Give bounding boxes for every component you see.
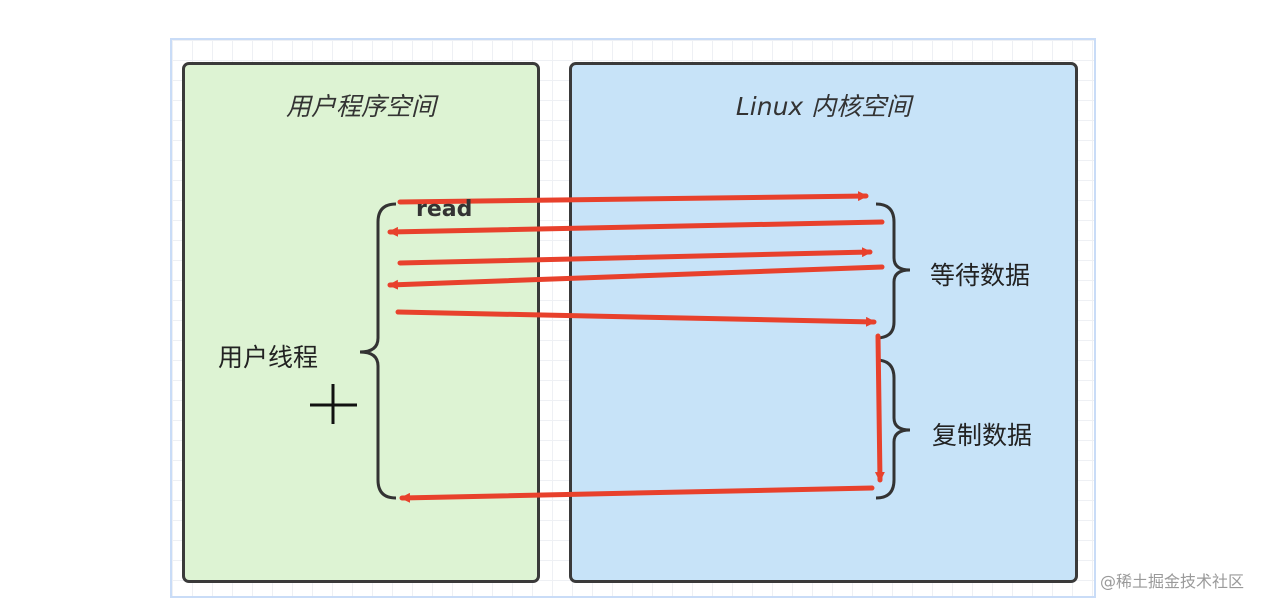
wait-data-brace — [875, 202, 911, 340]
read-request-arrow — [397, 191, 869, 205]
kernel-space-title: Linux 内核空间 — [735, 92, 912, 121]
crosshair-cursor-icon — [310, 384, 357, 424]
not-ready-return-arrow-1 — [387, 219, 885, 237]
data-return-arrow — [399, 485, 875, 503]
poll-request-arrow-1 — [397, 247, 873, 266]
wait-data-label: 等待数据 — [930, 261, 1031, 290]
read-call-label: read — [416, 197, 473, 222]
copy-data-arrow — [874, 333, 885, 483]
user-space-title: 用户程序空间 — [285, 92, 436, 121]
poll-request-arrow-2 — [395, 309, 877, 327]
watermark: @稀土掘金技术社区 — [1099, 572, 1244, 591]
copy-data-label: 复制数据 — [932, 421, 1033, 450]
user-thread-brace — [359, 202, 397, 500]
user-thread-label: 用户线程 — [218, 343, 319, 372]
copy-data-brace — [875, 358, 911, 500]
not-ready-return-arrow-2 — [387, 264, 885, 290]
